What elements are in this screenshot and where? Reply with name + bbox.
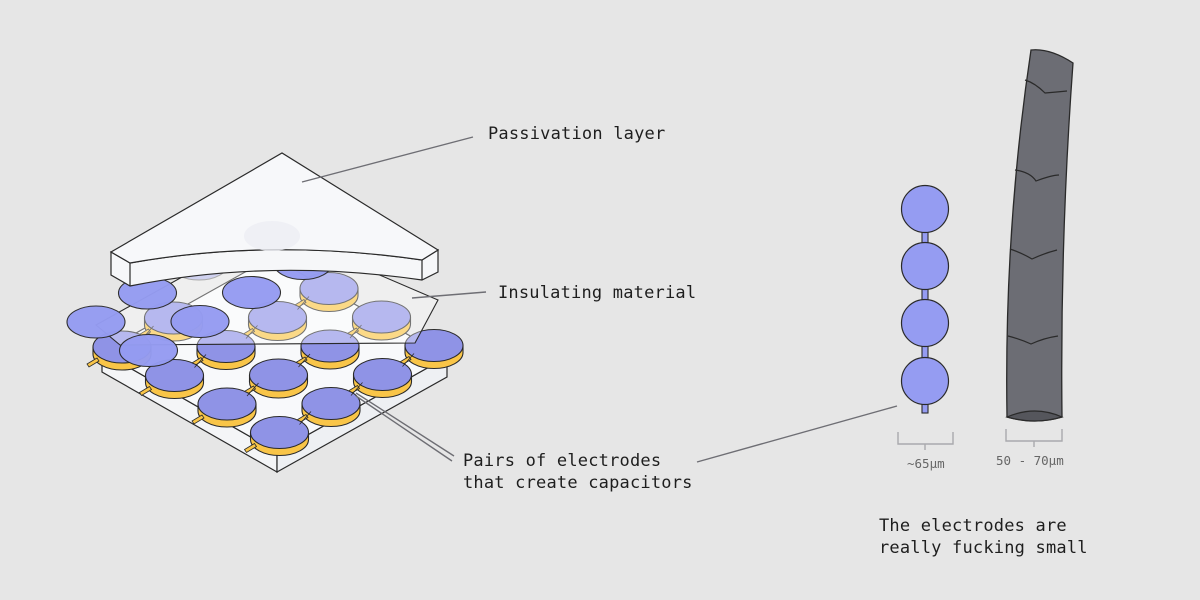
leader-electrodes-a xyxy=(355,392,455,457)
electrode xyxy=(138,358,205,400)
hair-body xyxy=(1006,49,1074,422)
passivation-top xyxy=(109,152,440,264)
label-insulating-material: Insulating material xyxy=(498,283,697,303)
electrode xyxy=(221,275,282,310)
caption-line1: The electrodes are xyxy=(879,516,1067,536)
leader-insulating xyxy=(411,291,487,299)
passivation-layer xyxy=(109,152,440,287)
electrode xyxy=(243,415,310,457)
bracket-hair xyxy=(1005,429,1063,447)
electrode xyxy=(118,333,179,368)
chain-electrode xyxy=(900,356,950,406)
electrode xyxy=(242,358,309,399)
chain-electrode xyxy=(900,298,950,348)
electrode xyxy=(191,387,257,428)
electrode xyxy=(293,271,359,313)
chain-electrode xyxy=(900,184,950,234)
label-electrode-width: ~65µm xyxy=(907,456,945,471)
electrode-chain xyxy=(900,184,950,414)
hair-strand xyxy=(1005,49,1074,422)
leader-passivation xyxy=(301,136,474,183)
label-electrode-pairs-line1: Pairs of electrodes xyxy=(463,451,662,471)
leader-lines xyxy=(301,136,898,463)
electrode xyxy=(295,386,361,428)
label-hair-width: 50 - 70µm xyxy=(996,453,1064,468)
electrode xyxy=(398,328,464,370)
label-electrode-pairs-line2: that create capacitors xyxy=(463,473,693,493)
leader-electrodes-b xyxy=(355,395,453,462)
measurement-brackets xyxy=(897,429,1063,450)
caption-line2: really fucking small xyxy=(879,538,1088,558)
electrode xyxy=(190,329,256,371)
hair-cut-end xyxy=(1005,410,1064,422)
electrode xyxy=(294,329,360,370)
chain-electrode xyxy=(900,241,950,291)
electrode xyxy=(345,300,412,341)
electrode xyxy=(66,305,126,339)
label-passivation-layer: Passivation layer xyxy=(488,124,666,144)
leader-chain xyxy=(696,405,898,463)
bracket-electrode xyxy=(897,432,954,450)
electrode xyxy=(170,304,230,339)
electrode xyxy=(241,300,308,342)
